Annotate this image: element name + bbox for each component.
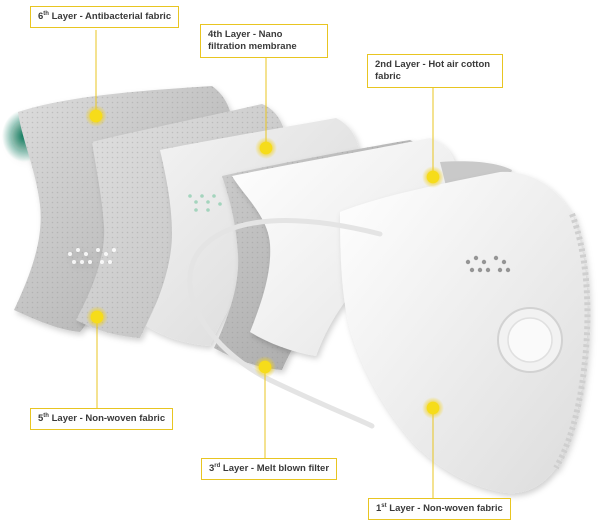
- callout-layer-6: 6th Layer - Antibacterial fabric: [30, 6, 180, 28]
- layer-1-non-woven-fabric: [340, 171, 591, 494]
- callout-layer-3: 3rd Layer - Melt blown filter: [201, 458, 338, 480]
- callout-layer-1-text: Layer - Non-woven fabric: [386, 503, 503, 514]
- callout-layer-2-text: 2nd Layer - Hot air cotton fabric: [375, 59, 491, 82]
- layer-markers: [85, 105, 444, 419]
- marker-layer-5: [86, 306, 108, 328]
- callout-layer-6-number: 6: [38, 11, 44, 22]
- callout-layer-5-text: Layer - Non-woven fabric: [48, 413, 166, 424]
- callout-layer-5-sup: th: [43, 412, 49, 419]
- callout-layer-1: 1st Layer - Non-woven fabric: [368, 498, 511, 520]
- leader-lines: [95, 30, 434, 498]
- callout-layer-5-number: 5: [38, 413, 44, 424]
- callout-layer-3-text: Layer - Melt blown filter: [220, 463, 330, 474]
- callout-layer-1-sup: st: [381, 502, 387, 509]
- callout-layer-1-number: 1: [376, 503, 382, 514]
- marker-layer-2: [422, 166, 444, 188]
- callout-layer-2: 2nd Layer - Hot air cotton fabric: [367, 54, 503, 88]
- callout-layer-4: 4th Layer - Nano filtration membrane: [200, 24, 328, 58]
- ear-loop: [187, 218, 383, 429]
- callout-layer-6-sup: th: [43, 10, 49, 17]
- exhalation-valve: [497, 307, 563, 373]
- callout-layer-5: 5th Layer - Non-woven fabric: [30, 408, 174, 430]
- marker-layer-4: [255, 137, 277, 159]
- callout-layer-3-sup: rd: [214, 462, 221, 469]
- callout-layer-6-text: Layer - Antibacterial fabric: [48, 11, 172, 22]
- callout-layer-3-number: 3: [209, 463, 215, 474]
- marker-layer-6: [85, 105, 107, 127]
- callout-layer-4-text: 4th Layer - Nano filtration membrane: [208, 29, 297, 52]
- marker-layer-3: [254, 356, 276, 378]
- marker-layer-1: [422, 397, 444, 419]
